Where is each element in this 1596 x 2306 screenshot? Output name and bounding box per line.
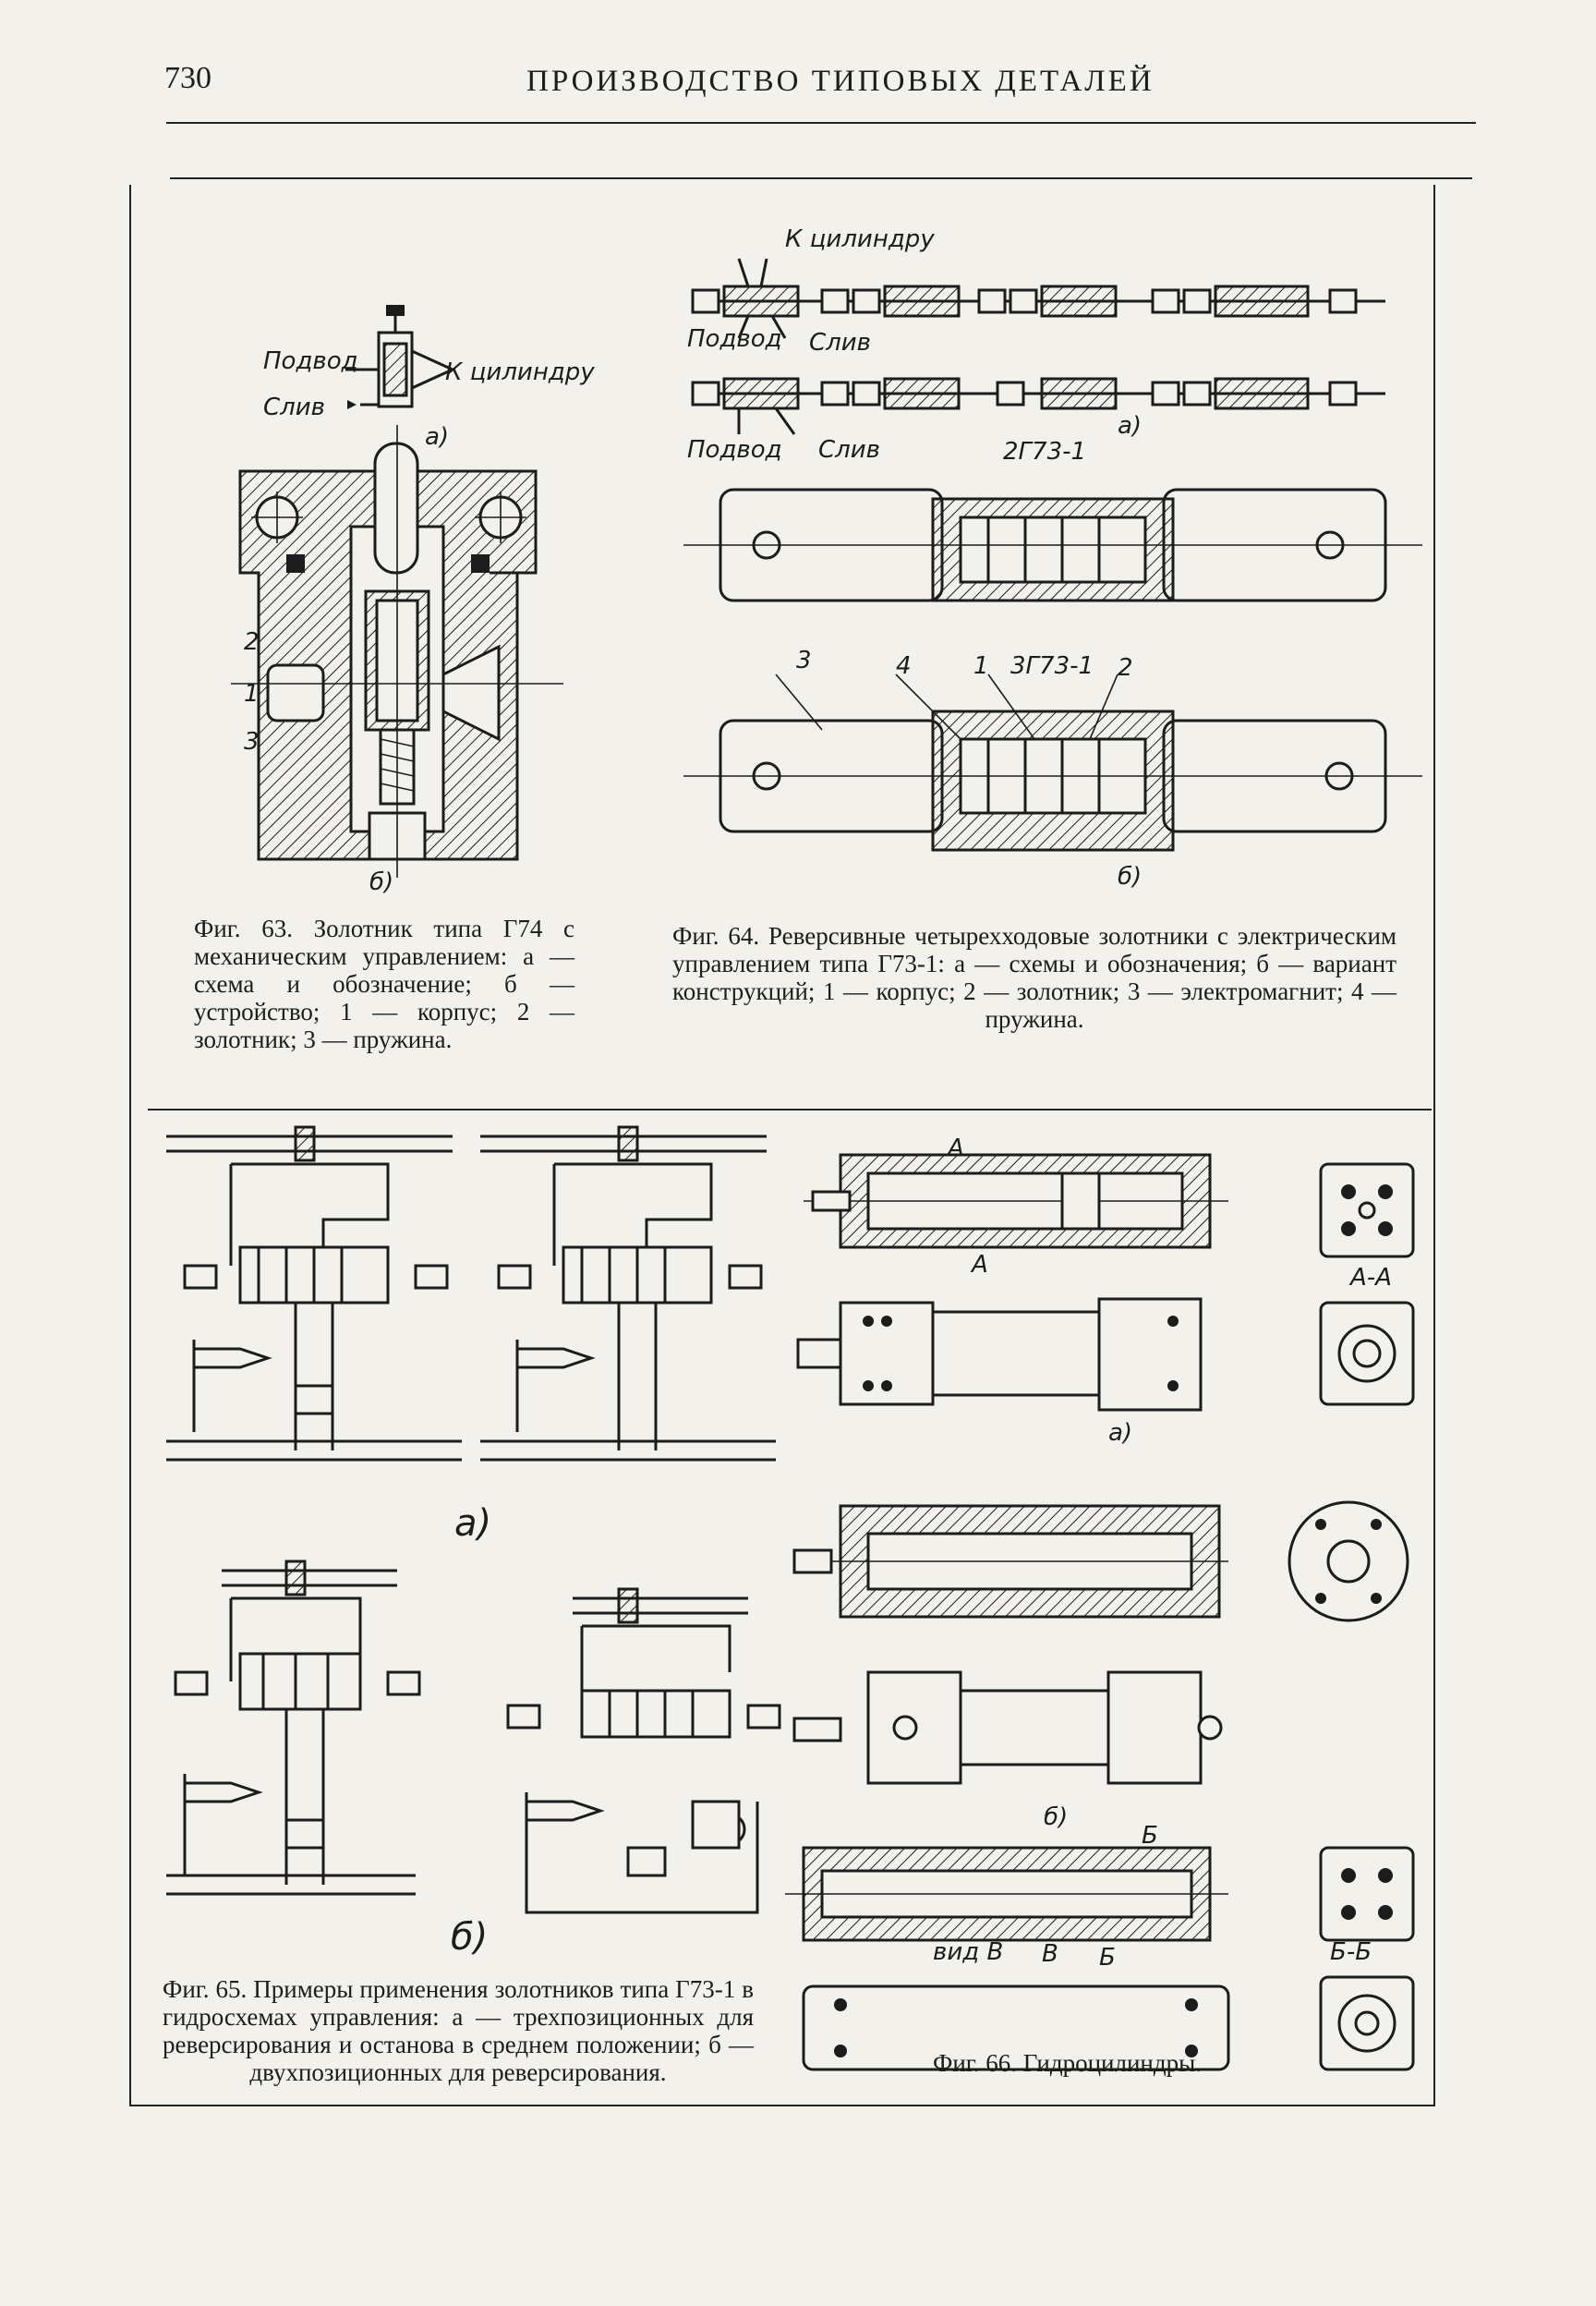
fig63-part-3: 3 bbox=[244, 728, 260, 756]
fig64-label-model: 2Г73-1 bbox=[1003, 438, 1087, 466]
fig63-part-2: 2 bbox=[244, 628, 260, 656]
fig66-drawing bbox=[785, 1153, 1415, 2071]
fig66-b-view bbox=[792, 1670, 1223, 1785]
fig66-label-B-bottom: Б bbox=[1099, 1944, 1116, 1972]
fig66-label-A-bottom: А bbox=[972, 1251, 988, 1279]
frame-left bbox=[129, 185, 131, 2106]
fig66-label-B: Б bbox=[1142, 1822, 1158, 1850]
fig66-label-vid-V: вид В bbox=[933, 1938, 1004, 1966]
fig66-a-section bbox=[804, 1153, 1228, 1249]
fig63-caption: Фиг. 63. Золотник типа Г74 с механически… bbox=[194, 915, 574, 1053]
fig65-a-left bbox=[166, 1125, 462, 1462]
fig64-valve-lower bbox=[683, 710, 1422, 852]
fig63-drawing bbox=[231, 305, 563, 878]
fig64-label-podvod-2: Подвод bbox=[687, 436, 782, 464]
fig64-drawing bbox=[683, 258, 1422, 852]
fig66-caption: Фиг. 66. Гидроцилиндры. bbox=[933, 2049, 1202, 2077]
fig64-schematic-row-1 bbox=[691, 258, 1385, 339]
fig63-label-podvod: Подвод bbox=[263, 347, 358, 375]
fig64-part-4: 4 bbox=[896, 652, 912, 680]
fig65-b-left bbox=[166, 1560, 421, 1896]
running-header: ПРОИЗВОДСТВО ТИПОВЫХ ДЕТАЛЕЙ bbox=[526, 65, 1155, 98]
fig63-label-sliv: Слив bbox=[263, 394, 325, 421]
fig64-part-3: 3 bbox=[796, 647, 812, 674]
fig66-label-AA: А-А bbox=[1350, 1264, 1392, 1292]
fig66-label-V: В bbox=[1042, 1940, 1058, 1968]
divider-upper bbox=[148, 1109, 1432, 1111]
fig65-drawing bbox=[166, 1125, 781, 1914]
fig64-label-podvod-1: Подвод bbox=[687, 325, 782, 353]
fig66-sub-b: б) bbox=[1044, 1803, 1069, 1831]
fig63-part-1: 1 bbox=[244, 680, 260, 708]
fig64-label-k-cilindru: К цилиндру bbox=[785, 225, 935, 253]
fig64-schematic-row-2 bbox=[691, 377, 1385, 435]
fig64-label-sliv-2: Слив bbox=[818, 436, 880, 464]
fig63-label-k-cilindru: К цилиндру bbox=[445, 358, 595, 386]
fig65-sub-a: а) bbox=[454, 1502, 492, 1545]
fig64-sub-b: б) bbox=[1118, 863, 1143, 891]
frame-right bbox=[1433, 185, 1435, 2106]
fig66-a-end-views bbox=[1319, 1162, 1415, 1406]
fig66-c-section bbox=[785, 1846, 1415, 1942]
fig66-label-A-top: А bbox=[948, 1135, 964, 1162]
frame-bottom bbox=[129, 2105, 1435, 2106]
fig64-caption: Фиг. 64. Реверсивные четырехходовые золо… bbox=[672, 922, 1396, 1033]
fig66-label-BB: Б-Б bbox=[1330, 1938, 1372, 1966]
fig64-part-2: 2 bbox=[1118, 654, 1133, 682]
fig66-b-section bbox=[792, 1500, 1409, 1622]
fig65-a-right bbox=[480, 1125, 776, 1462]
fig65-caption: Фиг. 65. Примеры применения золотников т… bbox=[163, 1975, 754, 2086]
fig66-a-view bbox=[796, 1297, 1203, 1412]
fig65-b-right bbox=[506, 1587, 781, 1914]
fig64-sub-a: а) bbox=[1118, 412, 1143, 440]
fig64-label-model-2: 3Г73-1 bbox=[1010, 652, 1094, 680]
fig63-sub-b: б) bbox=[369, 868, 394, 896]
header-rule bbox=[166, 122, 1476, 124]
fig64-valve-upper bbox=[683, 488, 1422, 602]
fig64-label-sliv-1: Слив bbox=[809, 329, 871, 357]
fig63-sub-a: а) bbox=[425, 423, 450, 451]
frame-top bbox=[170, 177, 1472, 179]
fig66-sub-a: а) bbox=[1108, 1419, 1133, 1447]
fig63-section-b bbox=[231, 425, 563, 878]
page-number: 730 bbox=[164, 61, 212, 95]
fig64-part-1: 1 bbox=[973, 652, 989, 680]
fig66-c-view bbox=[802, 1975, 1415, 2071]
fig63-schematic-a bbox=[345, 305, 456, 409]
fig65-sub-b: б) bbox=[451, 1916, 489, 1959]
